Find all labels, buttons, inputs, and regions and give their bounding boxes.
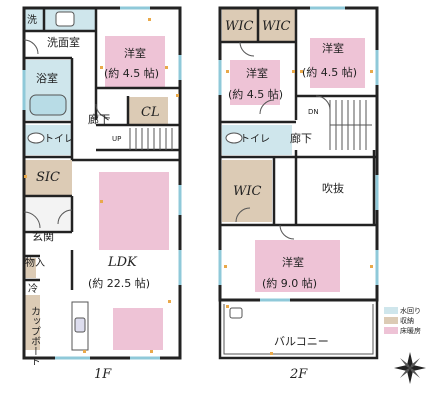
wic-b-fill [259, 9, 295, 41]
western-c-label: 洋室 [282, 255, 304, 269]
sic-fill [24, 160, 72, 195]
ldk-size-label: (約 22.5 帖) [88, 276, 150, 290]
wic-b-label: WIC [262, 19, 290, 34]
washroom-label: 洗面室 [47, 35, 80, 49]
toilet-fixture-1f [27, 132, 45, 144]
western-c-heating [255, 240, 340, 292]
outlets-1f [24, 18, 179, 353]
ldk-heating-bottom [113, 308, 163, 350]
outlets-2f [224, 70, 373, 355]
legend: 水回り 収納 床暖房 [384, 306, 421, 335]
storage-label: 物入 [25, 256, 45, 269]
wic-c-fill [222, 160, 272, 222]
cl-fill [128, 97, 168, 125]
wash-label: 洗 [27, 14, 37, 26]
sic-label: SIC [36, 170, 60, 185]
western-label-1f: 洋室 [124, 46, 146, 60]
up-label: UP [112, 135, 121, 143]
floor-label-1f: 1F [94, 367, 112, 382]
compass-icon [394, 352, 426, 384]
western-b-label: 洋室 [322, 41, 344, 55]
cupboard-label: カップボード [29, 306, 41, 366]
western-a-heating [230, 60, 280, 105]
balcony-label: バルコニー [274, 335, 329, 348]
wic-a-fill [222, 9, 257, 41]
entrance-label: 玄関 [32, 229, 54, 243]
wic-c-label: WIC [233, 184, 261, 199]
washbasin [55, 11, 75, 27]
legend-swatch-storage [384, 317, 398, 324]
western-b-heating [310, 38, 365, 88]
western-b-size-label: (約 4.5 帖) [302, 65, 357, 79]
bathtub [29, 94, 67, 116]
dn-label: DN [308, 108, 319, 116]
void-label: 吹抜 [322, 181, 344, 195]
legend-label-water: 水回り [400, 306, 421, 315]
legend-label-heating: 床暖房 [400, 326, 421, 335]
windows-1f [22, 6, 182, 360]
balcony-sink [229, 307, 243, 319]
toilet-fixture-2f [225, 132, 243, 144]
hallway-label-1f: 廊下 [88, 112, 110, 126]
stairs-2f [329, 100, 372, 150]
hallway-label-2f: 廊下 [290, 131, 312, 145]
western-a-size-label: (約 4.5 帖) [228, 87, 283, 101]
floor-label-2f: 2F [289, 367, 308, 382]
balcony-rail [223, 304, 374, 355]
storage-fill [24, 258, 36, 278]
western-a-label: 洋室 [246, 66, 268, 80]
windows-2f [218, 6, 379, 302]
cupboard-fill [24, 295, 40, 350]
kitchen-sink [74, 317, 86, 333]
door-swings-2f [235, 41, 331, 240]
legend-swatch-heating [384, 327, 398, 334]
bath-label: 浴室 [36, 71, 58, 85]
toilet-label-2f: トイレ [240, 134, 270, 145]
wic-a-label: WIC [225, 19, 253, 34]
legend-swatch-water [384, 307, 398, 314]
floor-1f: 洗 洗面室 浴室 トイレ SIC 玄関 物入 冷 カップボード LDK (約 2… [22, 6, 182, 382]
wash-area-fill [24, 9, 44, 31]
toilet-label-1f: トイレ [44, 134, 74, 145]
western-c-size-label: (約 9.0 帖) [262, 276, 317, 290]
fridge-label: 冷 [28, 282, 38, 295]
balcony-outline [218, 300, 379, 360]
cl-label: CL [141, 105, 160, 120]
interior-walls-1f [24, 8, 180, 290]
stairs-1f [129, 128, 173, 150]
door-swings-1f [23, 39, 111, 229]
ldk-heating-top [99, 172, 169, 250]
western-heating-1f [105, 36, 165, 88]
ldk-label: LDK [107, 255, 138, 270]
interior-walls-2f [220, 8, 377, 227]
western-size-label-1f: (約 4.5 帖) [104, 66, 159, 80]
legend-label-storage: 収納 [400, 316, 414, 325]
floor-2f: WIC WIC 洋室 (約 4.5 帖) 洋室 (約 4.5 帖) DN トイレ… [218, 6, 379, 382]
